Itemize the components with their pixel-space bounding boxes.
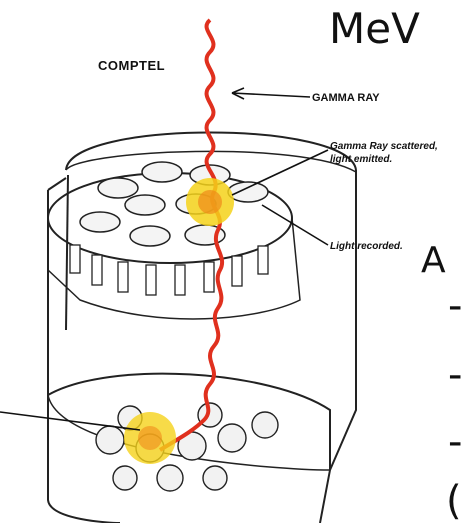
scatter-leader xyxy=(232,150,328,195)
detector-inner-wall xyxy=(66,175,68,330)
lower-light-flash xyxy=(124,412,176,464)
light-recorded-label: Light recorded. xyxy=(330,241,403,252)
upper-light-flash xyxy=(186,178,234,226)
lower-detector-cells xyxy=(96,403,278,491)
comptel-label: COMPTEL xyxy=(98,58,165,73)
gamma-ray-arrow xyxy=(232,93,310,97)
bullet-heading-fragment: A xyxy=(421,240,446,281)
paren-fragment: ( xyxy=(446,478,462,524)
bullet-dash-3: - xyxy=(448,419,462,465)
slide-title: MeV xyxy=(329,4,420,53)
detector-outer-left-wall xyxy=(48,190,120,523)
scatter-label: Gamma Ray scattered, light emitted. xyxy=(330,140,472,166)
recorded-leader xyxy=(262,205,328,245)
bullet-dash-1: - xyxy=(448,283,462,329)
scatter-label-line2: light emitted. xyxy=(330,154,392,165)
gamma-ray-label: GAMMA RAY xyxy=(312,92,380,104)
bullet-dash-2: - xyxy=(448,352,462,398)
scatter-label-line1: Gamma Ray scattered, xyxy=(330,141,438,152)
upper-scintillator-cells xyxy=(80,162,268,246)
upper-photomultiplier-tubes xyxy=(70,245,268,295)
